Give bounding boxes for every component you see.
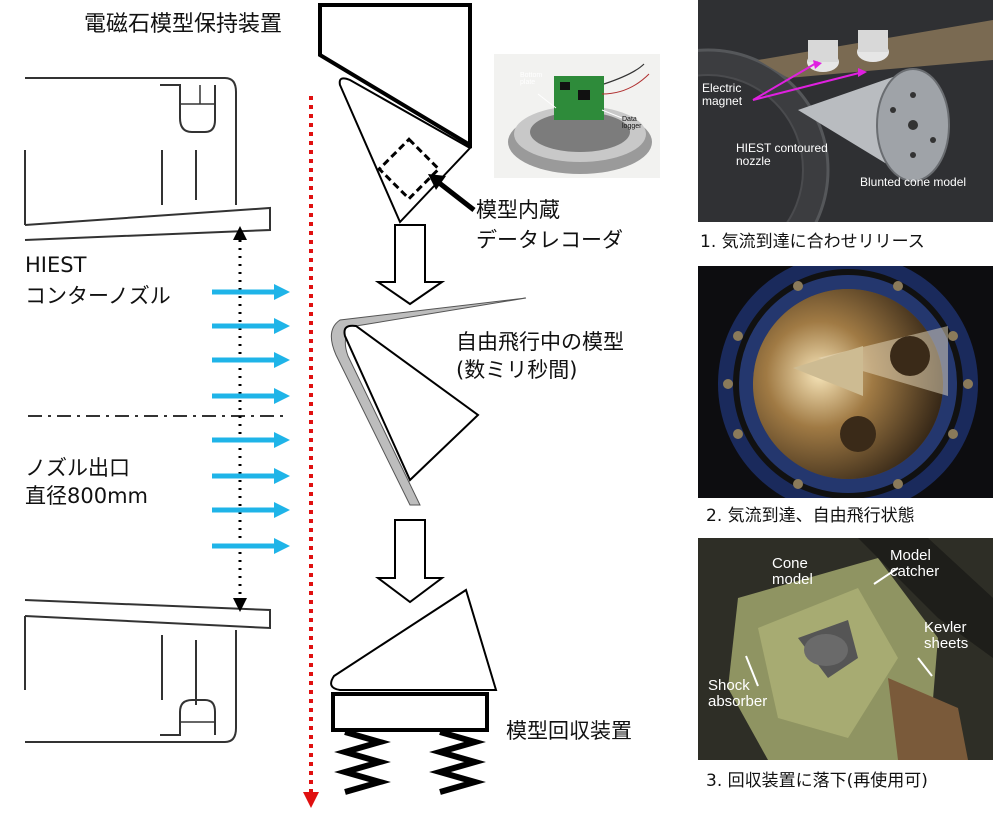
holder-title: 電磁石模型保持装置 bbox=[84, 12, 283, 37]
free-flight-model bbox=[343, 324, 480, 482]
photo-catcher: Cone model Model catcher Kevler sheets S… bbox=[698, 538, 993, 760]
photo1-label-cone: Blunted cone model bbox=[860, 175, 967, 189]
down-arrow-2 bbox=[375, 519, 445, 604]
nozzle-lower-wall bbox=[24, 599, 271, 743]
catcher-label: 模型回収装置 bbox=[506, 719, 632, 743]
inset-label-data-logger: Data logger bbox=[622, 116, 642, 131]
photo3-caption: 3. 回収装置に落下(再使用可) bbox=[706, 771, 928, 791]
catcher-plate bbox=[331, 692, 489, 732]
nozzle-upper-wall bbox=[24, 77, 271, 241]
down-arrow-1 bbox=[374, 224, 446, 306]
freeflight-label-line1: 自由飛行中の模型 bbox=[456, 330, 624, 354]
caught-model bbox=[330, 588, 498, 691]
recorder-label-line2: データレコーダ bbox=[476, 228, 623, 252]
photo3-label-kevler: Kevler sheets bbox=[924, 619, 969, 652]
photo-freeflight bbox=[698, 266, 993, 498]
photo-release: Electric magnet HIEST contoured nozzle B… bbox=[698, 0, 993, 222]
flow-arrows bbox=[212, 284, 290, 554]
photo1-caption: 1. 気流到達に合わせリリース bbox=[700, 232, 925, 252]
photo3-label-cone-model: Cone model bbox=[772, 555, 813, 588]
photo2-caption: 2. 気流到達、自由飛行状態 bbox=[706, 506, 915, 526]
photo3-label-model-catcher: Model catcher bbox=[890, 547, 940, 580]
exit-label-line1: ノズル出口 bbox=[25, 456, 130, 480]
freeflight-label-line2: (数ミリ秒間) bbox=[456, 358, 578, 382]
photo1-label-nozzle: HIEST contoured nozzle bbox=[736, 141, 828, 168]
exit-label-line2: 直径800mm bbox=[25, 484, 148, 508]
inset-label-bottom-plate: Bottom plate bbox=[520, 72, 543, 87]
magnet-holder bbox=[318, 3, 472, 149]
recorder-label-line1: 模型内蔵 bbox=[476, 198, 560, 222]
spring-left bbox=[334, 729, 391, 795]
held-cone-model bbox=[338, 77, 472, 224]
photo1-label-electric-magnet: Electric magnet bbox=[702, 81, 743, 108]
nozzle-label-line1: HIEST bbox=[25, 253, 87, 277]
nozzle-label-line2: コンターノズル bbox=[25, 284, 171, 308]
recorder-box bbox=[377, 137, 441, 201]
spring-right bbox=[429, 729, 486, 795]
photo3-label-shock-absorber: Shock absorber bbox=[708, 677, 768, 710]
inset-photo-recorder: Bottom plate Data logger bbox=[494, 54, 660, 178]
